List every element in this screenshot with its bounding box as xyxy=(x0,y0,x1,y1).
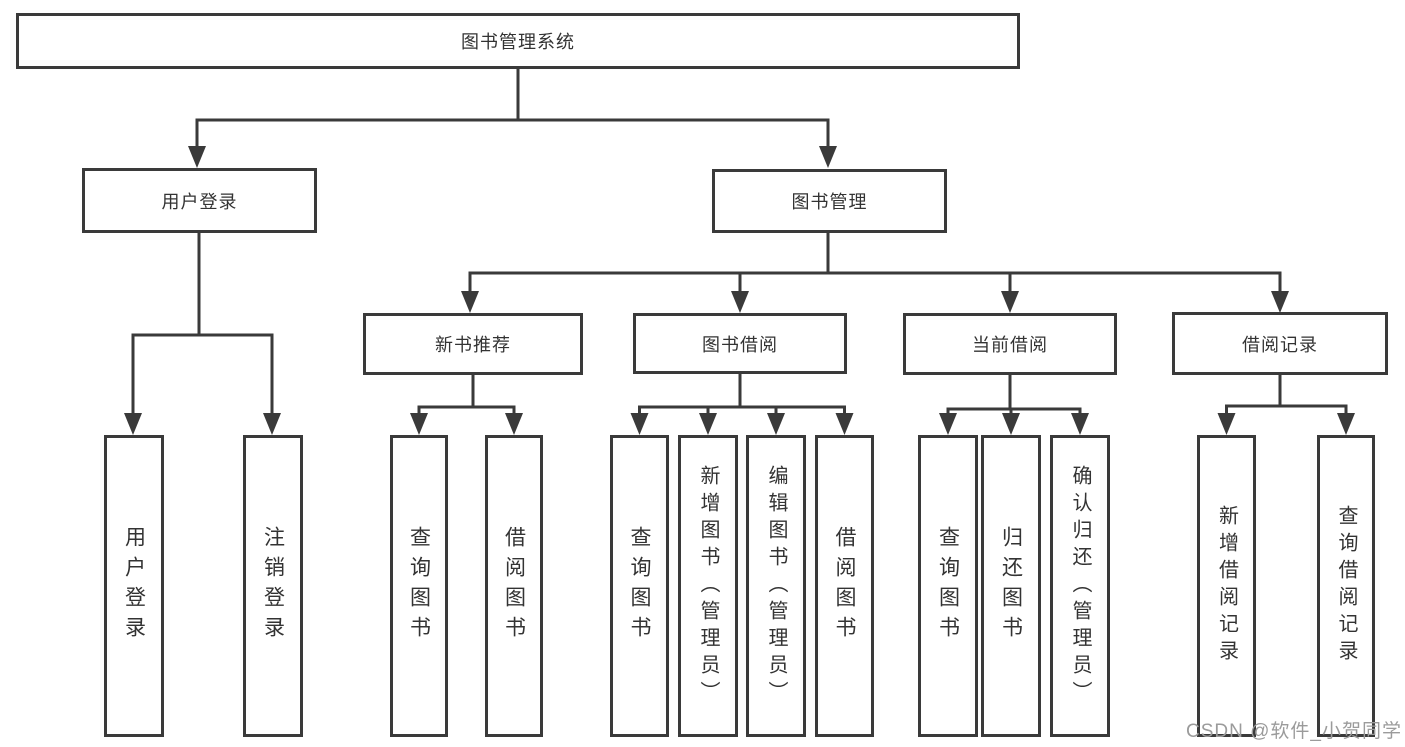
connector-current-borrowing-to-leaves xyxy=(946,375,1082,416)
connector-user-login-to-leaves xyxy=(131,233,274,416)
connector-borrowing-records-to-leaves xyxy=(1225,375,1348,416)
leaf-bb-add-books-admin: 新增图书（管理员） xyxy=(678,435,738,737)
connector-book-management-to-level3 xyxy=(468,233,1282,295)
leaf-cb-confirm-return-admin: 确认归还（管理员） xyxy=(1050,435,1110,737)
node-new-book-recommend: 新书推荐 xyxy=(363,313,583,375)
arrowhead-book-management xyxy=(819,146,837,168)
node-label: 借阅记录 xyxy=(1242,334,1318,355)
node-label: 新书推荐 xyxy=(435,335,511,355)
node-label: 图书管理 xyxy=(791,192,868,212)
connector-book-borrowing-to-leaves xyxy=(638,374,846,416)
leaf-label: 查询图书 xyxy=(628,526,651,646)
leaf-label: 查询图书 xyxy=(407,526,431,646)
leaf-bb-query-books: 查询图书 xyxy=(610,435,669,737)
node-current-borrowing: 当前借阅 xyxy=(903,313,1117,375)
node-user-login: 用户登录 xyxy=(82,168,317,233)
arrowhead-br-query-record xyxy=(1337,413,1355,435)
leaf-label: 借阅图书 xyxy=(833,526,856,646)
leaf-label: 确认归还（管理员） xyxy=(1069,464,1091,708)
leaf-label: 新增图书（管理员） xyxy=(697,464,719,708)
leaf-bb-borrow-books: 借阅图书 xyxy=(815,435,874,737)
arrowhead-new-book-recommend xyxy=(461,291,479,313)
leaf-label: 查询借阅记录 xyxy=(1335,505,1357,667)
arrowhead-leaf-user-login xyxy=(124,413,142,435)
leaf-label: 归还图书 xyxy=(999,526,1023,646)
node-book-management: 图书管理 xyxy=(712,169,947,233)
node-label: 图书借阅 xyxy=(702,334,778,355)
leaf-label: 注销登录 xyxy=(261,526,285,646)
node-book-borrowing: 图书借阅 xyxy=(633,313,847,374)
leaf-label: 查询图书 xyxy=(936,526,960,646)
arrowhead-leaf-logout xyxy=(263,413,281,435)
arrowhead-nb-query-books xyxy=(410,413,428,435)
node-label: 用户登录 xyxy=(161,191,238,212)
leaf-label: 新增借阅记录 xyxy=(1215,505,1238,667)
leaf-logout: 注销登录 xyxy=(243,435,303,737)
arrowhead-nb-borrow-books xyxy=(505,413,523,435)
node-label: 图书管理系统 xyxy=(461,32,575,52)
arrowhead-bb-add-books xyxy=(699,413,717,435)
leaf-user-login: 用户登录 xyxy=(104,435,164,737)
arrowhead-br-add-record xyxy=(1217,413,1236,435)
arrowhead-bb-query-books xyxy=(630,413,649,435)
arrowhead-bb-borrow-books xyxy=(835,413,854,435)
leaf-bb-edit-books-admin: 编辑图书（管理员） xyxy=(746,435,806,737)
connector-root-to-level2 xyxy=(195,69,830,150)
leaf-cb-return-books: 归还图书 xyxy=(981,435,1041,737)
leaf-nb-query-books: 查询图书 xyxy=(390,435,448,737)
node-library-management-system: 图书管理系统 xyxy=(16,13,1020,69)
arrowhead-cb-query-books xyxy=(939,413,957,435)
arrowhead-borrowing-records xyxy=(1271,291,1289,313)
connector-new-book-recommend-to-leaves xyxy=(417,375,516,416)
leaf-label: 编辑图书（管理员） xyxy=(765,464,787,708)
arrowhead-cb-confirm-return xyxy=(1071,413,1089,435)
leaf-br-add-record: 新增借阅记录 xyxy=(1197,435,1256,737)
arrowhead-user-login xyxy=(188,146,206,168)
node-borrowing-records: 借阅记录 xyxy=(1172,312,1388,375)
leaf-label: 借阅图书 xyxy=(502,526,526,646)
leaf-cb-query-books: 查询图书 xyxy=(918,435,978,737)
arrowhead-cb-return-books xyxy=(1002,413,1020,435)
arrowhead-book-borrowing xyxy=(731,291,749,313)
leaf-nb-borrow-books: 借阅图书 xyxy=(485,435,543,737)
csdn-watermark: CSDN @软件_小贺同学 xyxy=(1186,721,1402,742)
arrowhead-current-borrowing xyxy=(1001,291,1019,313)
leaf-br-query-record: 查询借阅记录 xyxy=(1317,435,1375,737)
leaf-label: 用户登录 xyxy=(122,526,146,646)
arrowhead-bb-edit-books xyxy=(767,413,785,435)
node-label: 当前借阅 xyxy=(972,335,1048,355)
